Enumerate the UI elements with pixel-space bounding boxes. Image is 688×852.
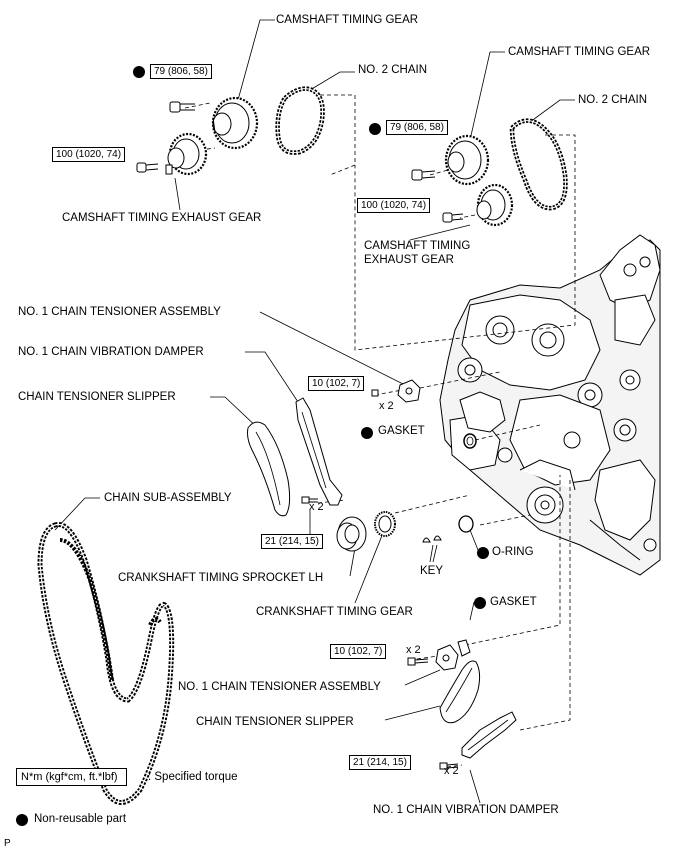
label-no2-chain-left: NO. 2 CHAIN: [358, 64, 428, 76]
label-sprocket-lh: CRANKSHAFT TIMING SPROCKET LH: [118, 572, 324, 584]
nonreusable-marker: [477, 547, 489, 559]
bolts-21-lower: [439, 762, 459, 770]
multiplier-lower-damper: x 2: [444, 765, 459, 777]
nonreusable-marker: [361, 427, 373, 439]
crankshaft-sprocket-lh: [336, 516, 367, 552]
label-no2-chain-right: NO. 2 CHAIN: [578, 94, 648, 106]
gasket-lower: [457, 639, 471, 657]
label-key: KEY: [420, 565, 444, 577]
legend-torque-box: N*m (kgf*cm, ft.*lbf): [16, 768, 127, 786]
nonreusable-marker: [369, 123, 381, 135]
label-cam-exhaust-right-1: CAMSHAFT TIMING: [364, 240, 471, 252]
torque-box-79-left: 79 (806, 58): [150, 64, 212, 79]
key-right: [433, 535, 442, 541]
bolt-10-upper: [371, 389, 379, 397]
torque-box-10-upper: 10 (102, 7): [308, 376, 365, 391]
cam-exhaust-right: [476, 183, 514, 227]
legend-torque-desc: : Specified torque: [148, 771, 238, 783]
o-ring: [458, 515, 474, 533]
torque-box-100-right: 100 (1020, 74): [357, 198, 431, 213]
vibration-damper-lower: [461, 711, 517, 759]
label-cam-exhaust-right-2: EXHAUST GEAR: [364, 254, 454, 266]
bolts-10-lower: [407, 657, 429, 666]
label-tensioner-lower: NO. 1 CHAIN TENSIONER ASSEMBLY: [178, 681, 381, 693]
label-cam-gear-right: CAMSHAFT TIMING GEAR: [508, 46, 651, 58]
bolts-right: [411, 169, 464, 223]
leader-lines: [54, 19, 575, 804]
tensioner-assembly-lower: [435, 644, 459, 671]
torque-box-100-left: 100 (1020, 74): [52, 147, 126, 162]
torque-box-21-upper: 21 (214, 15): [261, 534, 323, 549]
tensioner-assembly-upper: [397, 379, 421, 403]
no2-chain-right: [509, 118, 568, 211]
tensioner-slipper-upper: [247, 421, 291, 517]
label-damper-upper: NO. 1 CHAIN VIBRATION DAMPER: [18, 346, 204, 358]
bolts-left: [136, 101, 195, 173]
vibration-damper-upper: [295, 397, 343, 506]
key-left: [422, 537, 431, 543]
label-cam-exhaust-left: CAMSHAFT TIMING EXHAUST GEAR: [62, 212, 262, 224]
nonreusable-marker: [474, 597, 486, 609]
torque-box-21-lower: 21 (214, 15): [349, 755, 411, 770]
torque-box-10-lower: 10 (102, 7): [330, 644, 387, 659]
label-slipper-lower: CHAIN TENSIONER SLIPPER: [196, 716, 354, 728]
cam-gear-right: [444, 134, 490, 186]
multiplier-upper-damper: x 2: [309, 501, 324, 513]
label-gasket-lower: GASKET: [490, 596, 537, 608]
engine-block: [439, 234, 661, 576]
label-gasket-upper: GASKET: [378, 425, 425, 437]
label-slipper-upper: CHAIN TENSIONER SLIPPER: [18, 391, 176, 403]
torque-box-79-right: 79 (806, 58): [386, 120, 448, 135]
label-tensioner-upper: NO. 1 CHAIN TENSIONER ASSEMBLY: [18, 306, 221, 318]
multiplier-lower-tensioner: x 2: [406, 644, 421, 656]
label-chain-sub-assembly: CHAIN SUB-ASSEMBLY: [104, 492, 232, 504]
multiplier-upper-tensioner: x 2: [379, 400, 394, 412]
cam-gear-left: [211, 96, 259, 150]
label-crank-gear: CRANKSHAFT TIMING GEAR: [256, 606, 413, 618]
tensioner-slipper-lower: [439, 660, 481, 724]
cam-exhaust-left: [165, 132, 208, 176]
label-cam-gear-left: CAMSHAFT TIMING GEAR: [276, 14, 419, 26]
crankshaft-gear: [374, 511, 396, 537]
guide-lines: [184, 94, 576, 769]
label-damper-lower: NO. 1 CHAIN VIBRATION DAMPER: [373, 804, 559, 816]
footer-mark: P: [4, 838, 11, 849]
label-o-ring: O-RING: [492, 546, 534, 558]
chain-sub-assembly: [37, 521, 175, 805]
legend-nonreusable-text: Non-reusable part: [34, 813, 127, 825]
nonreusable-marker: [133, 66, 145, 78]
legend-nonreusable-dot: [16, 814, 28, 826]
